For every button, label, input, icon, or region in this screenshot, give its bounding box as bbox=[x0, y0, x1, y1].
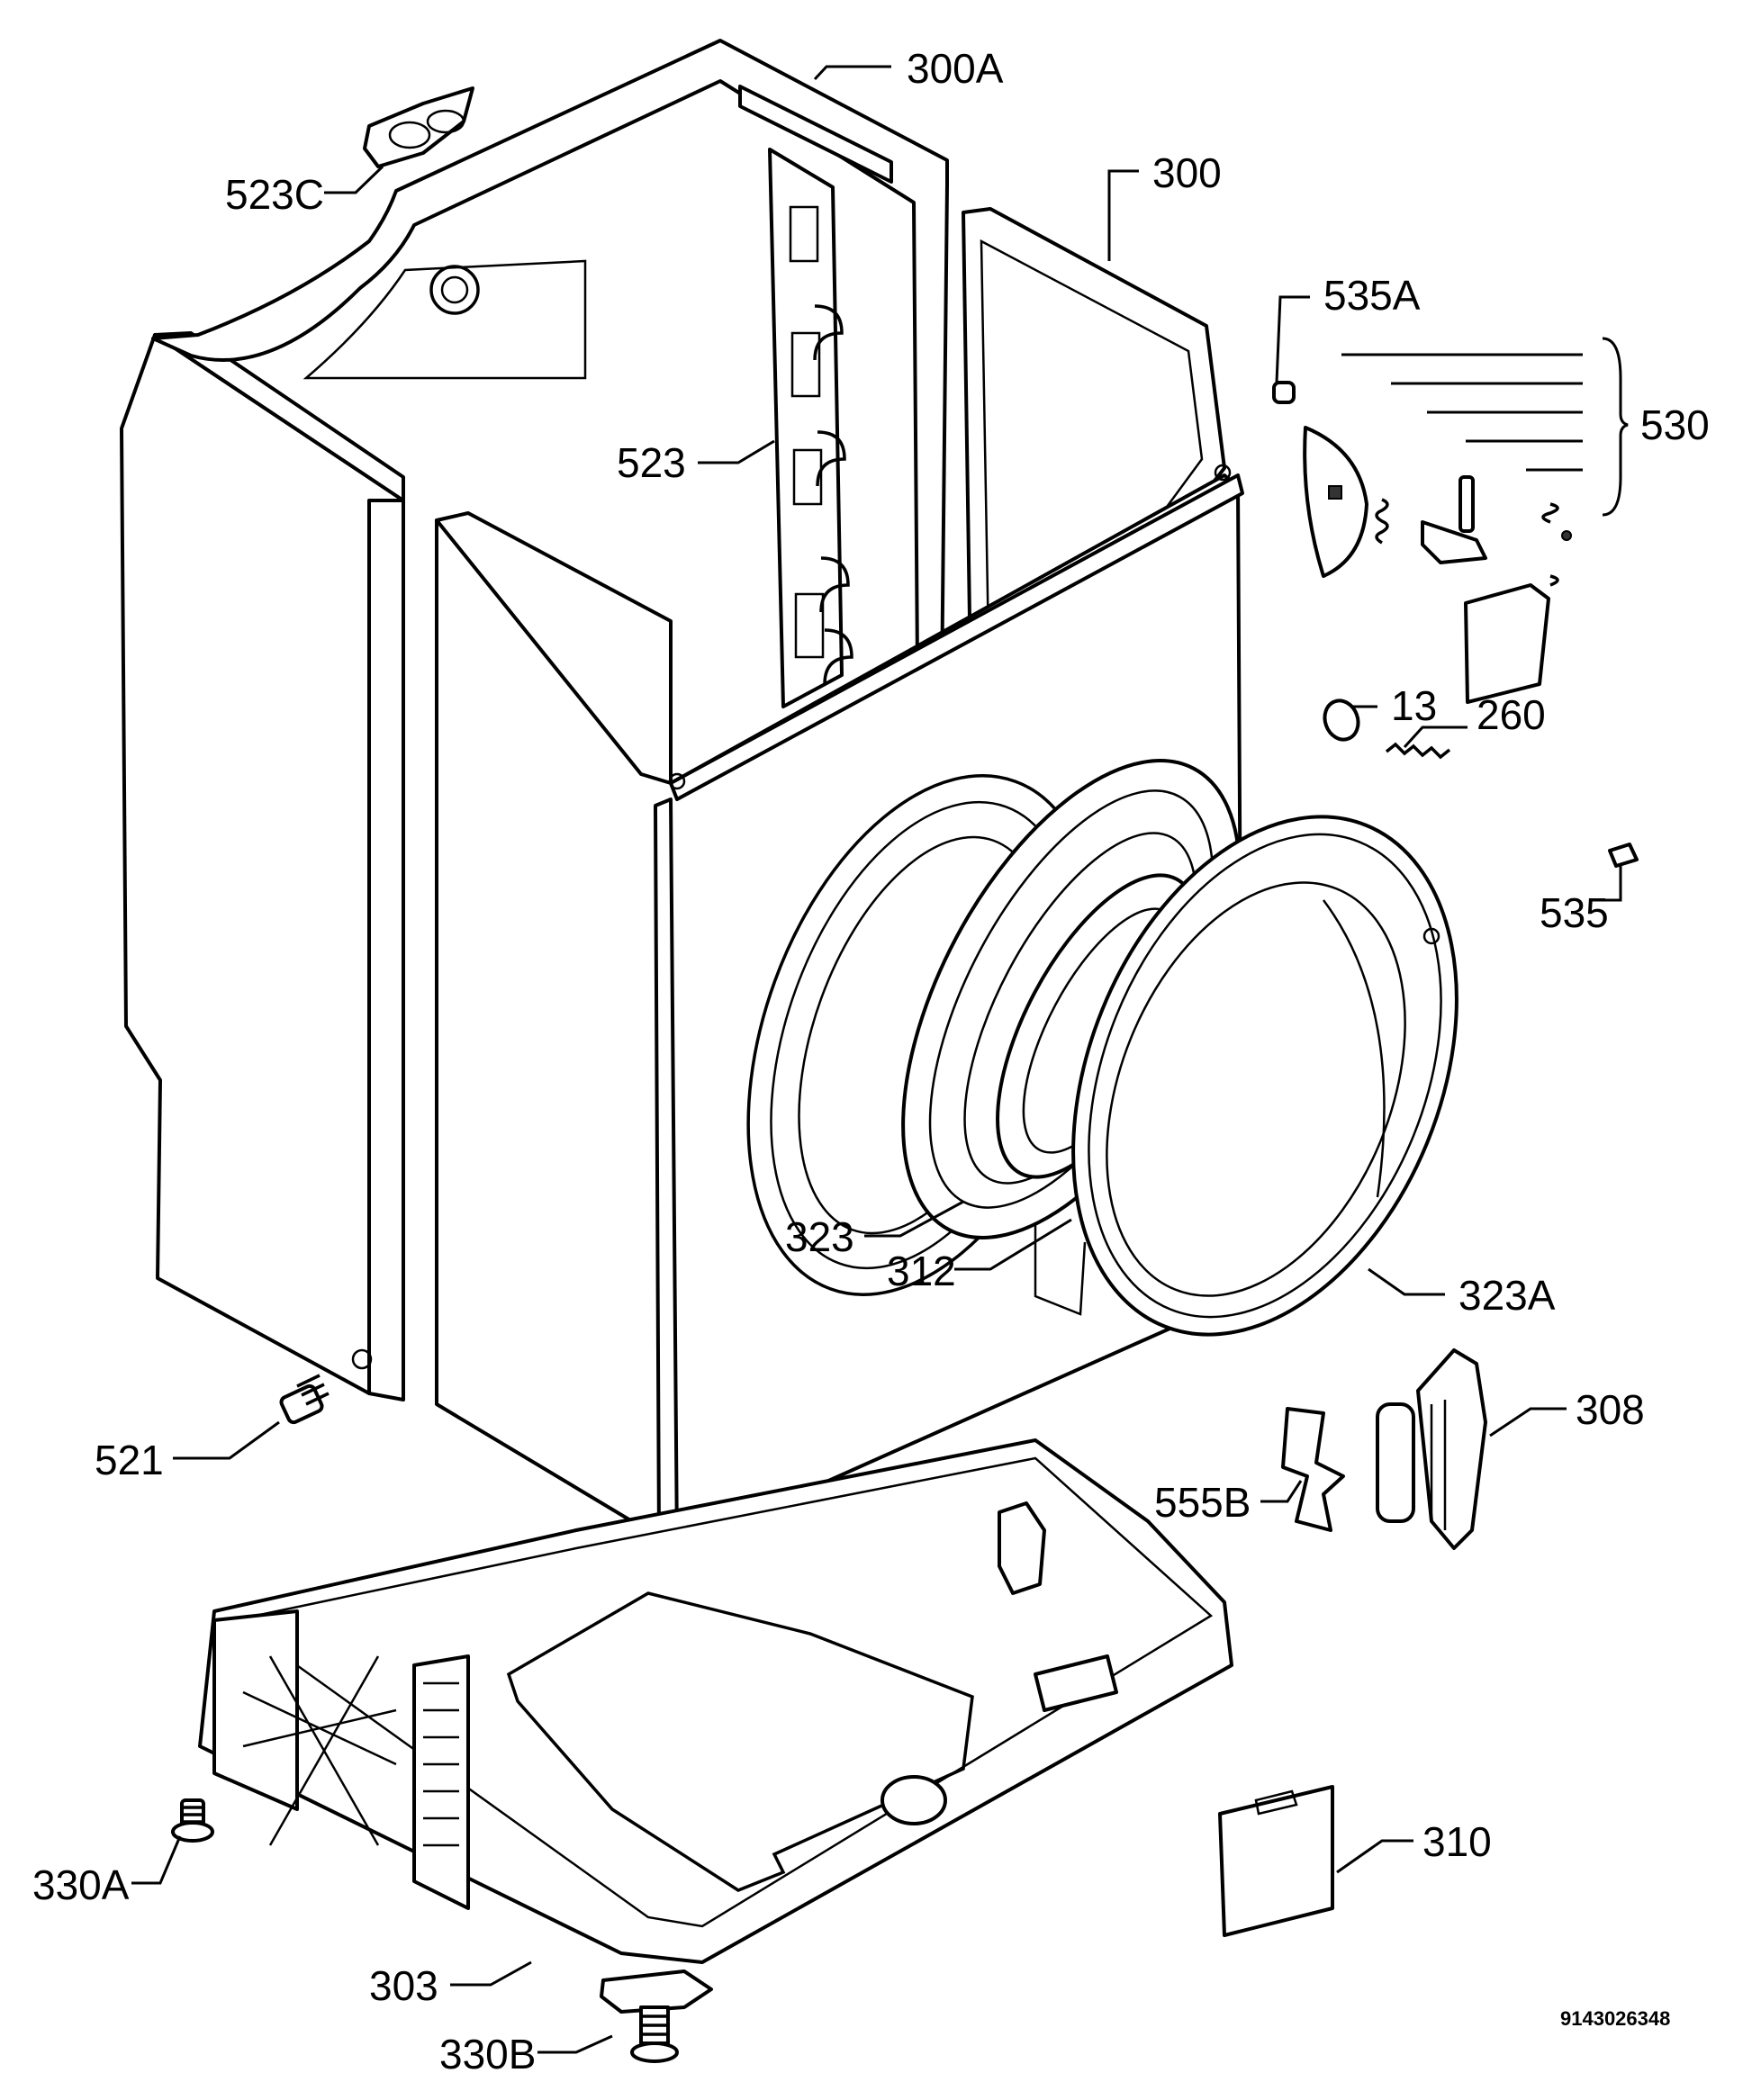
centre-strut bbox=[768, 148, 853, 708]
part-labels: 300A 523C 300 535A 530 523 13 260 535 32… bbox=[32, 45, 1710, 2077]
label-323a: 323A bbox=[1458, 1272, 1556, 1319]
cover-310 bbox=[1218, 1785, 1334, 1937]
base-frame bbox=[198, 1438, 1233, 1964]
lock-parts bbox=[1272, 381, 1639, 868]
label-300a: 300A bbox=[907, 45, 1004, 92]
label-303: 303 bbox=[369, 1962, 438, 2009]
label-312: 312 bbox=[887, 1248, 956, 1294]
leader-lines bbox=[131, 65, 1629, 2054]
label-323: 323 bbox=[785, 1213, 854, 1260]
label-521: 521 bbox=[95, 1437, 164, 1483]
label-13: 13 bbox=[1391, 682, 1437, 729]
label-523: 523 bbox=[617, 439, 686, 486]
label-310: 310 bbox=[1422, 1818, 1492, 1865]
left-side-panel bbox=[120, 331, 405, 1402]
hinge-parts bbox=[1281, 1348, 1487, 1550]
label-535: 535 bbox=[1540, 889, 1609, 936]
label-308: 308 bbox=[1576, 1386, 1645, 1433]
front-panel bbox=[435, 464, 1244, 1550]
label-300: 300 bbox=[1152, 149, 1222, 196]
screw-521 bbox=[279, 1374, 330, 1425]
label-523c: 523C bbox=[225, 171, 324, 218]
label-330b: 330B bbox=[439, 2031, 536, 2077]
foot-330b bbox=[600, 1969, 713, 2063]
label-555b: 555B bbox=[1154, 1479, 1251, 1526]
drawing-code: 9143026348 bbox=[1560, 2007, 1670, 2030]
label-530: 530 bbox=[1640, 401, 1710, 448]
label-535a: 535A bbox=[1323, 272, 1421, 319]
label-260: 260 bbox=[1477, 691, 1546, 738]
clip-523c bbox=[363, 86, 474, 168]
foot-330a bbox=[171, 1798, 214, 1843]
door-assembly bbox=[1071, 815, 1458, 1337]
label-330a: 330A bbox=[32, 1861, 130, 1908]
